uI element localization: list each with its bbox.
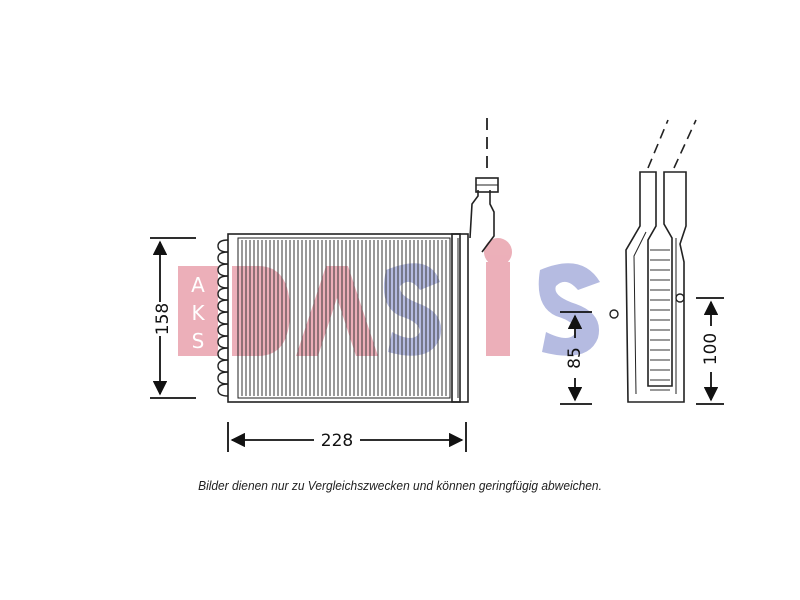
outlet-offset-label: 100 <box>701 333 721 365</box>
width-dimension-label: 228 <box>321 431 353 451</box>
tank-bump <box>217 275 229 289</box>
outlet-offset-dimension: 100 <box>696 297 724 405</box>
left-tank-bumps <box>217 239 229 397</box>
inlet-offset-label: 85 <box>565 347 585 369</box>
core-fins <box>241 240 447 396</box>
tank-bump <box>217 263 229 277</box>
tank-bump <box>217 383 229 397</box>
svg-text:S: S <box>192 329 205 353</box>
side-ladder <box>650 249 670 391</box>
tank-bump <box>217 299 229 313</box>
inlet-offset-dimension: 85 <box>560 311 592 405</box>
tank-bump <box>217 323 229 337</box>
tank-bump <box>217 251 229 265</box>
disclaimer-caption: Bilder dienen nur zu Vergleichszwecken u… <box>198 478 602 493</box>
heater-core-front-view <box>217 118 499 403</box>
height-dimension-label: 158 <box>153 303 173 335</box>
svg-text:A: A <box>191 273 205 297</box>
tank-bump <box>217 287 229 301</box>
tank-bump <box>217 359 229 373</box>
tank-bump <box>217 371 229 385</box>
tank-bump <box>217 311 229 325</box>
height-dimension: 158 <box>150 237 196 399</box>
heater-core-side-view <box>609 119 697 403</box>
tank-bump <box>217 347 229 361</box>
width-dimension: 228 <box>227 422 467 452</box>
tank-bump <box>217 335 229 349</box>
svg-text:K: K <box>191 301 205 325</box>
aks-dasis-watermark-logo: A K S <box>178 238 600 356</box>
tank-bump <box>217 239 229 253</box>
